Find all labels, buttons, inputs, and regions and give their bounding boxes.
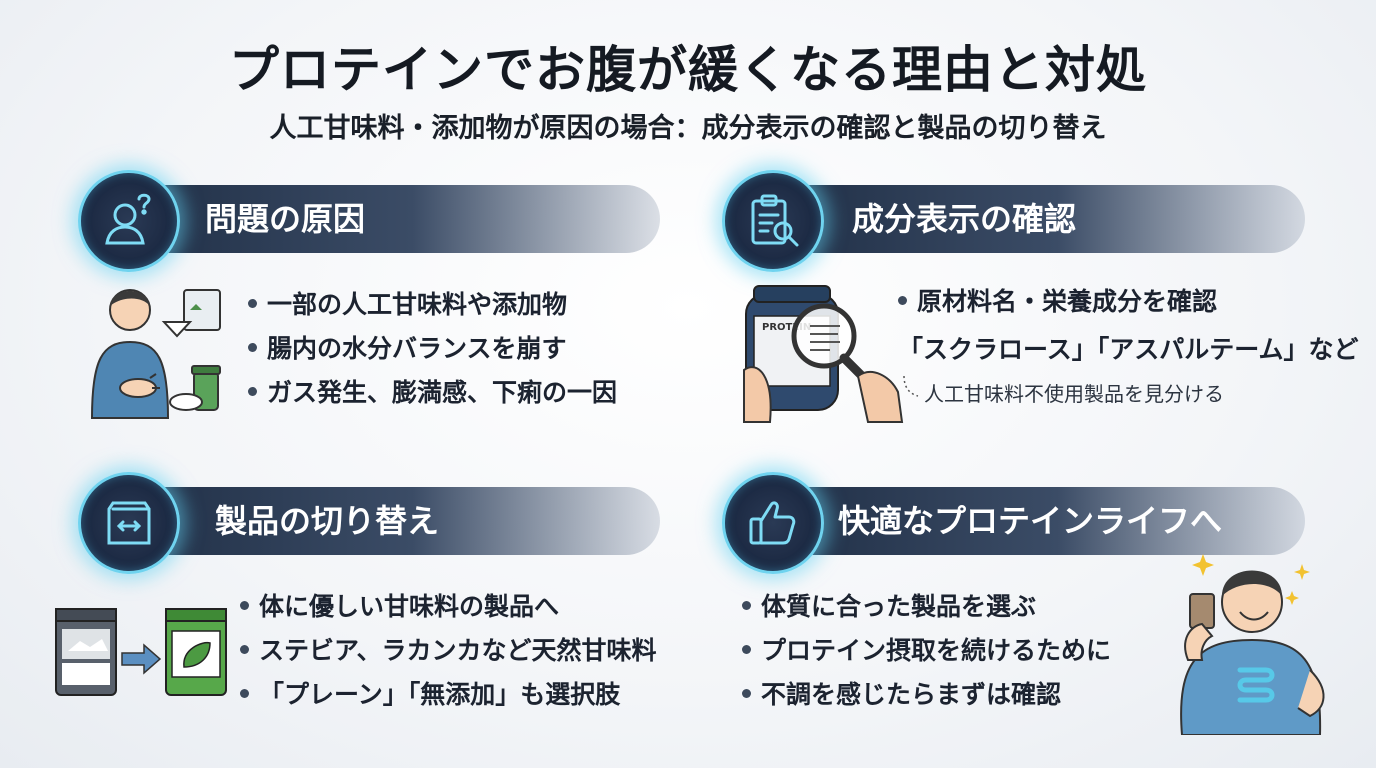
icon-badge [78,170,180,272]
happy-person-illustration [1180,554,1325,735]
bullet-dot [742,600,751,610]
list-item: プロテイン摂取を続けるために [742,629,1111,673]
bullet-text: 一部の人工甘味料や添加物 [267,290,568,319]
cause-bullet-list: 一部の人工甘味料や添加物 腸内の水分バランスを崩す ガス発生、膨満感、下痢の一因 [248,283,617,415]
svg-text:PROTEIN: PROTEIN [762,322,811,333]
bullet-dot [248,298,257,308]
dotted-pointer [903,375,919,397]
section-heading: 製品の切り替え [215,502,440,540]
page-title: プロテインでお腹が緩くなる理由と対処 [229,41,1147,99]
list-item: 腸内の水分バランスを崩す [248,327,617,371]
stomach-ache-illustration [90,289,221,419]
bullet-dot [742,688,751,698]
bullet-text: ステビア、ラカンカなど天然甘味料 [259,636,657,665]
icon-badge [722,472,824,574]
bullet-dot [248,342,257,352]
product-switch-illustration [55,608,227,696]
section-heading: 快適なプロテインライフへ [838,502,1223,540]
list-item: 一部の人工甘味料や添加物 [248,283,617,327]
bullet-dot [898,295,907,305]
clipboard-search-icon [751,194,799,247]
bullet-dot [240,688,249,698]
page-subtitle: 人工甘味料・添加物が原因の場合：成分表示の確認と製品の切り替え [269,113,1107,144]
bullet-text: 体に優しい甘味料の製品へ [259,592,560,621]
bullet-dot [240,600,249,610]
bullet-text: プロテイン摂取を続けるために [761,636,1112,665]
section-banner [755,185,1305,253]
person-question-icon [105,193,151,245]
section-banner [755,487,1305,555]
bullet-text: 体質に合った製品を選ぶ [761,592,1037,621]
list-item: 体質に合った製品を選ぶ [742,585,1111,629]
product-switch-bullet-list: 体に優しい甘味料の製品へ ステビア、ラカンカなど天然甘味料 「プレーン」「無添加… [240,585,657,717]
bullet-text: 腸内の水分バランスを崩す [267,334,567,363]
section-heading: 成分表示の確認 [852,200,1077,238]
sweetener-free-note: 人工甘味料不使用製品を見分ける [924,382,1224,406]
sweetener-examples: 「スクラロース」「アスパルテーム」など [898,335,1359,364]
bullet-text: 不調を感じたらまずは確認 [761,680,1062,709]
bullet-text: 原材料名・栄養成分を確認 [917,287,1218,316]
section-banner [110,185,660,253]
section-banner [110,487,660,555]
magnifier-label-illustration: PROTEIN [743,285,904,423]
list-item: ガス発生、膨満感、下痢の一因 [248,371,617,415]
icon-badge [78,472,180,574]
bullet-dot [248,386,257,396]
comfortable-life-bullet-list: 体質に合った製品を選ぶ プロテイン摂取を続けるために 不調を感じたらまずは確認 [742,585,1111,717]
list-item: 原材料名・栄養成分を確認 [898,280,1217,324]
list-item: 体に優しい甘味料の製品へ [240,585,657,629]
icon-badge [722,170,824,272]
list-item: ステビア、ラカンカなど天然甘味料 [240,629,657,673]
bullet-dot [742,644,751,654]
bullet-text: ガス発生、膨満感、下痢の一因 [267,378,618,407]
list-item: 「プレーン」「無添加」も選択肢 [240,673,657,717]
thumbs-up-icon [749,501,796,545]
package-swap-icon [107,501,151,545]
section-heading: 問題の原因 [205,200,366,238]
list-item: 不調を感じたらまずは確認 [742,673,1111,717]
label-check-bullet-list: 原材料名・栄養成分を確認 [898,280,1217,324]
bullet-dot [240,644,249,654]
bullet-text: 「プレーン」「無添加」も選択肢 [259,680,621,709]
